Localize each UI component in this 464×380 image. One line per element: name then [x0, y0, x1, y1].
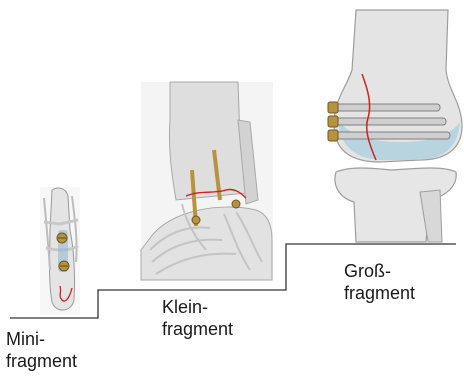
label-line: fragment — [344, 282, 415, 304]
label-line: Mini- — [6, 328, 77, 350]
screw-icon — [328, 116, 446, 127]
gross-fragment-illustration — [328, 10, 462, 242]
label-line: fragment — [6, 350, 77, 372]
label-line: Klein- — [162, 296, 233, 318]
screw-icon — [232, 200, 240, 208]
label-minifragment: Mini- fragment — [6, 328, 77, 372]
screw-icon — [328, 102, 440, 113]
screw-icon — [192, 216, 200, 224]
label-line: Groß- — [344, 260, 415, 282]
label-kleinfragment: Klein- fragment — [162, 296, 233, 340]
klein-fragment-illustration — [141, 82, 273, 280]
label-line: fragment — [162, 318, 233, 340]
screw-icon — [328, 130, 450, 141]
label-grossfragment: Groß- fragment — [344, 260, 415, 304]
mini-fragment-illustration — [40, 187, 80, 315]
